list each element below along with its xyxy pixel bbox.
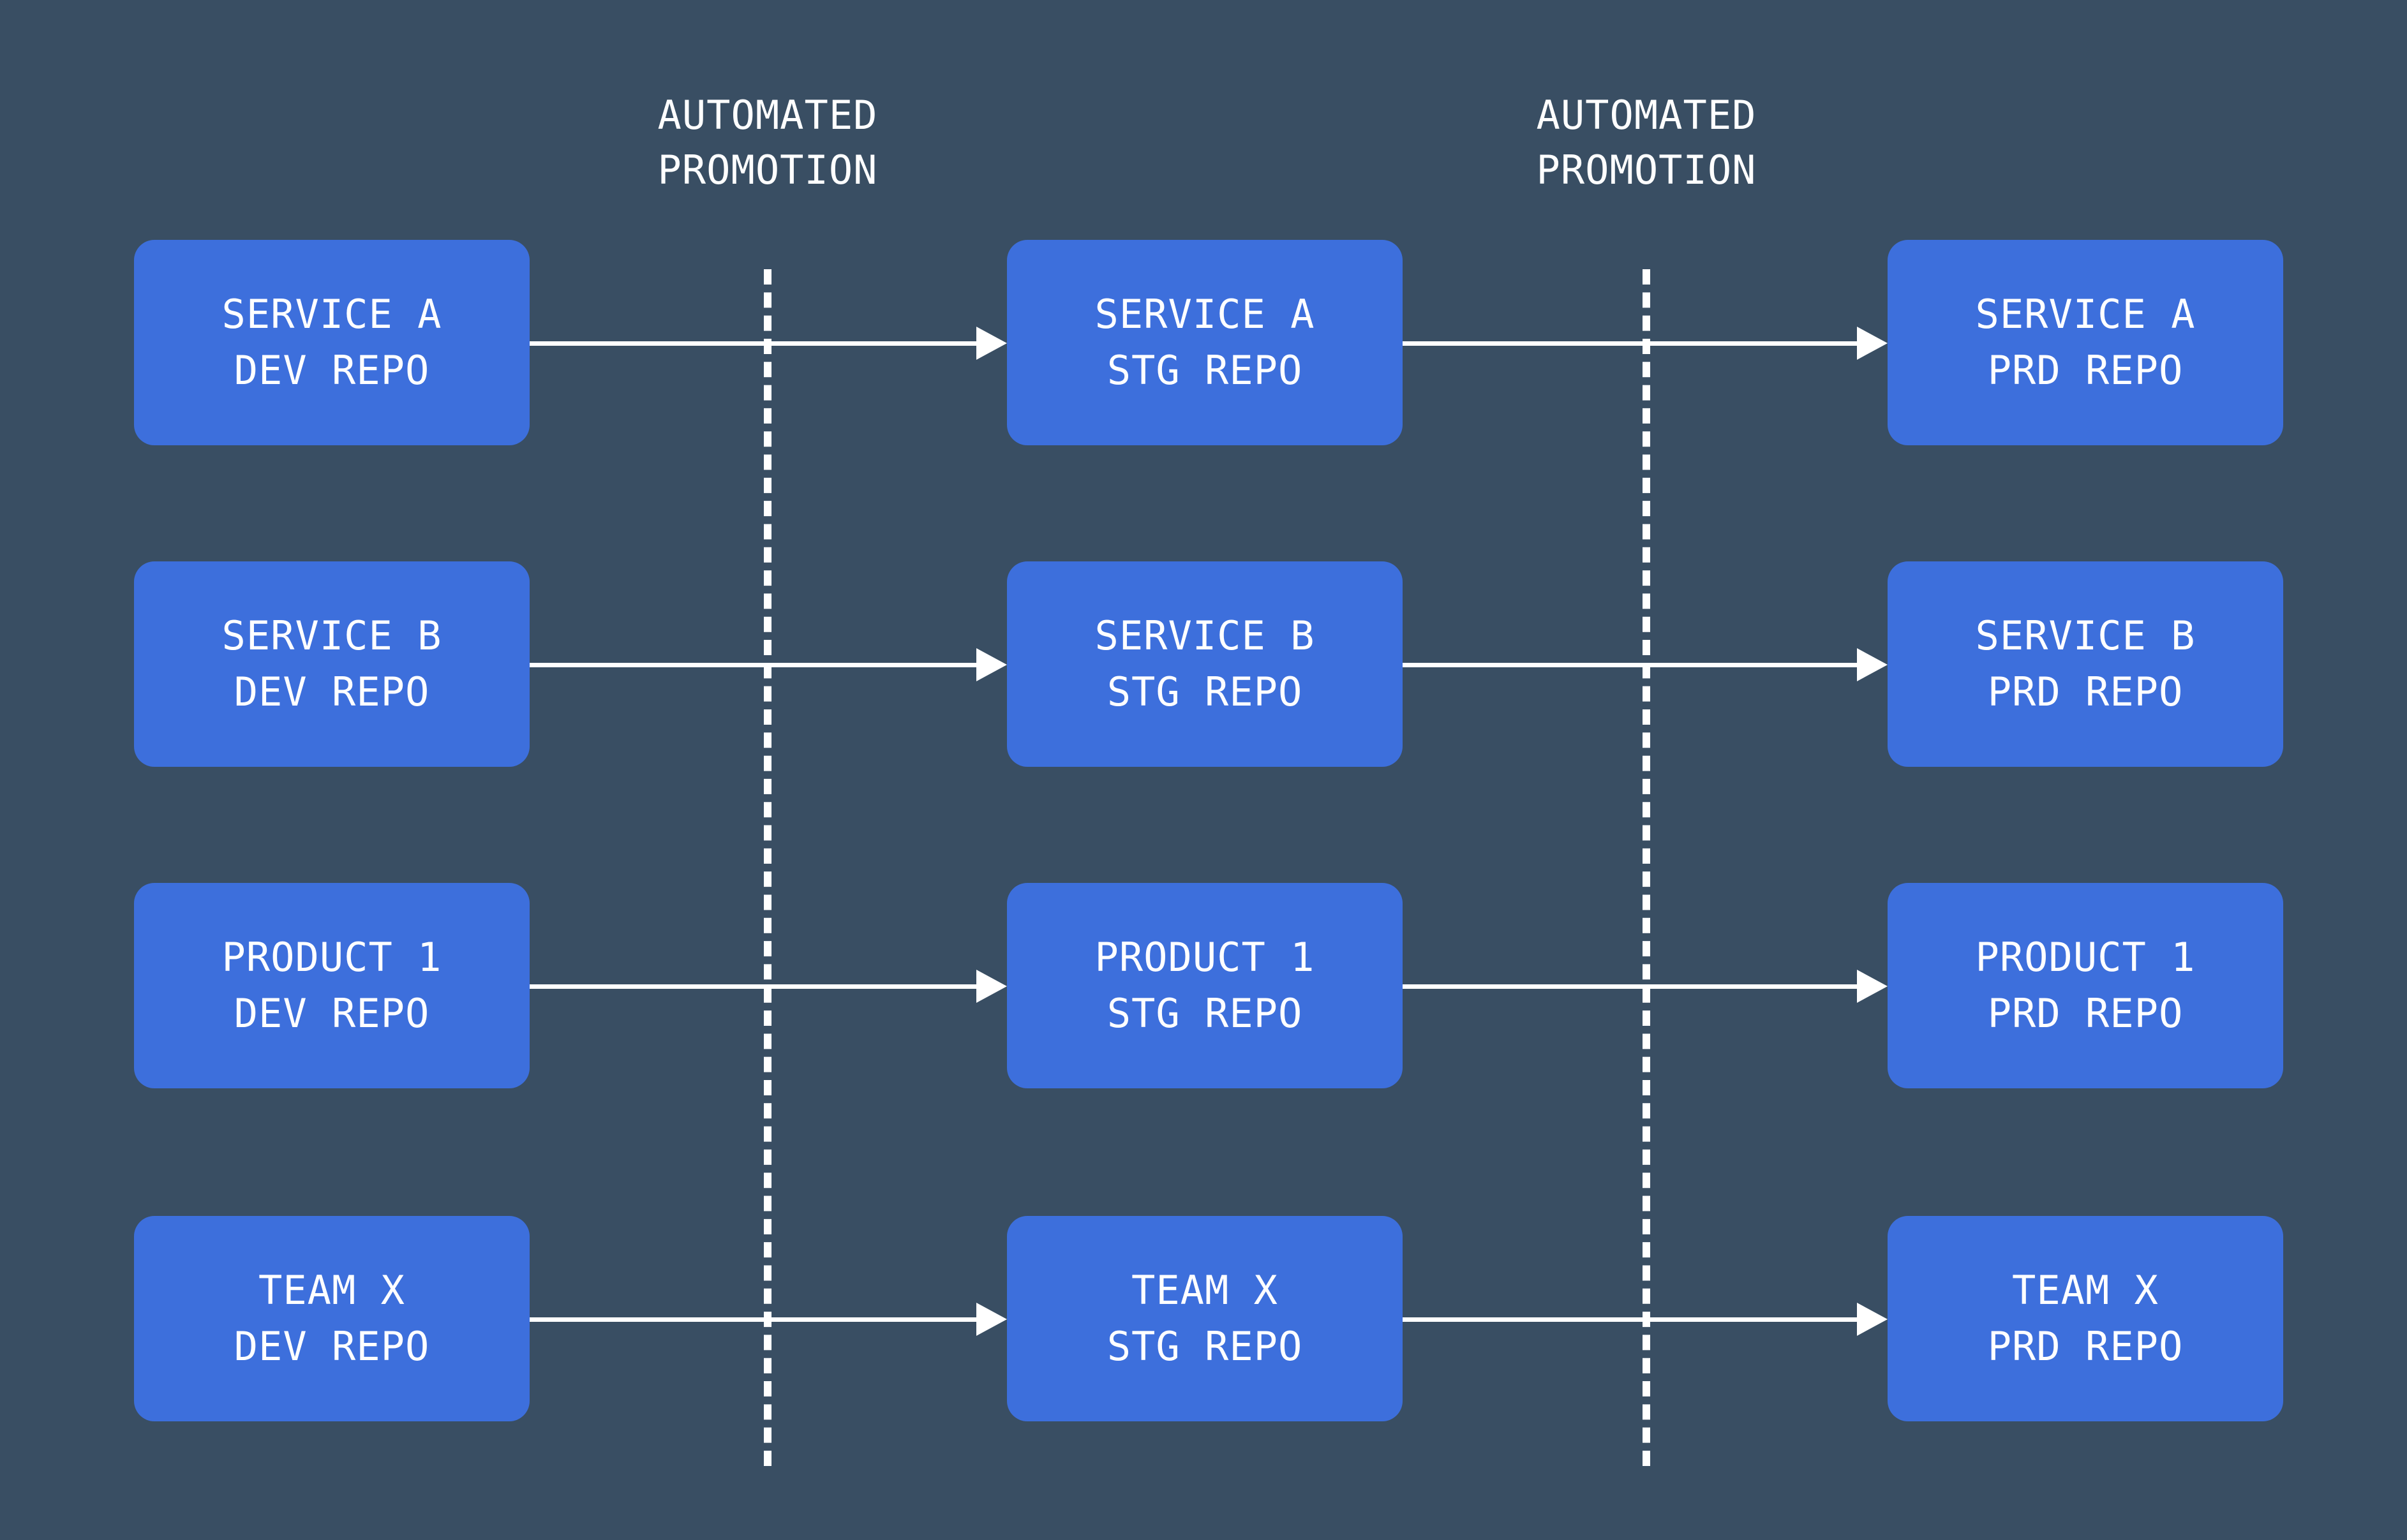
repo-node[interactable]: SERVICE A DEV REPO (134, 240, 530, 445)
repo-node-subtitle: PRD REPO (1987, 1323, 2184, 1370)
promotion-arrow-shaft (528, 984, 979, 989)
repo-node-subtitle: STG REPO (1107, 990, 1303, 1037)
repo-node-subtitle: STG REPO (1107, 669, 1303, 715)
repo-node-title: SERVICE B (221, 612, 442, 659)
repo-node[interactable]: TEAM X DEV REPO (134, 1216, 530, 1421)
repo-node-subtitle: STG REPO (1107, 347, 1303, 394)
repo-node[interactable]: PRODUCT 1 DEV REPO (134, 883, 530, 1088)
column-header-line2: PROMOTION (1536, 146, 1757, 193)
column-header-automated-promotion: AUTOMATED PROMOTION (658, 88, 878, 197)
promotion-arrow-head (976, 970, 1007, 1003)
promotion-arrow-shaft (528, 341, 979, 346)
repo-node-title: PRODUCT 1 (1975, 933, 2196, 981)
promotion-arrow-shaft (1401, 984, 1859, 989)
repo-node[interactable]: SERVICE B PRD REPO (1888, 561, 2283, 767)
repo-node[interactable]: TEAM X STG REPO (1007, 1216, 1403, 1421)
repo-node-title: TEAM X (258, 1266, 405, 1314)
repo-node-title: SERVICE B (1975, 612, 2196, 659)
repo-node-title: PRODUCT 1 (1094, 933, 1315, 981)
repo-node-title: SERVICE B (1094, 612, 1315, 659)
repo-node[interactable]: PRODUCT 1 STG REPO (1007, 883, 1403, 1088)
promotion-boundary-divider (1643, 269, 1650, 1466)
repo-node-subtitle: PRD REPO (1987, 347, 2184, 394)
repo-node-subtitle: DEV REPO (234, 669, 430, 715)
repo-node-subtitle: PRD REPO (1987, 669, 2184, 715)
repo-node[interactable]: SERVICE B STG REPO (1007, 561, 1403, 767)
promotion-arrow-shaft (528, 1317, 979, 1322)
repo-node[interactable]: SERVICE B DEV REPO (134, 561, 530, 767)
promotion-arrow-head (1857, 648, 1888, 681)
promotion-arrow-shaft (528, 663, 979, 667)
promotion-arrow-shaft (1401, 341, 1859, 346)
repo-node[interactable]: SERVICE A PRD REPO (1888, 240, 2283, 445)
repo-node-title: SERVICE A (1975, 290, 2196, 337)
promotion-arrow-head (976, 327, 1007, 360)
column-header-line1: AUTOMATED (657, 92, 878, 138)
repo-node-subtitle: STG REPO (1107, 1323, 1303, 1370)
repo-node-subtitle: DEV REPO (234, 347, 430, 394)
repo-node-title: SERVICE A (221, 290, 442, 337)
repo-node[interactable]: TEAM X PRD REPO (1888, 1216, 2283, 1421)
repo-node-subtitle: DEV REPO (234, 990, 430, 1037)
promotion-arrow-head (1857, 1303, 1888, 1336)
promotion-arrow-shaft (1401, 663, 1859, 667)
promotion-arrow-head (976, 1303, 1007, 1336)
repo-node-subtitle: PRD REPO (1987, 990, 2184, 1037)
repo-node-title: TEAM X (1131, 1266, 1278, 1314)
promotion-arrow-head (1857, 327, 1888, 360)
column-header-line2: PROMOTION (657, 146, 878, 193)
column-header-line1: AUTOMATED (1536, 92, 1757, 138)
promotion-arrow-shaft (1401, 1317, 1859, 1322)
column-header-automated-promotion: AUTOMATED PROMOTION (1537, 88, 1757, 197)
repo-node-title: SERVICE A (1094, 290, 1315, 337)
promotion-arrow-head (1857, 970, 1888, 1003)
promotion-boundary-divider (764, 269, 771, 1466)
repo-node-subtitle: DEV REPO (234, 1323, 430, 1370)
repo-node-title: TEAM X (2012, 1266, 2159, 1314)
promotion-arrow-head (976, 648, 1007, 681)
repo-node[interactable]: SERVICE A STG REPO (1007, 240, 1403, 445)
repo-node[interactable]: PRODUCT 1 PRD REPO (1888, 883, 2283, 1088)
repo-node-title: PRODUCT 1 (221, 933, 442, 981)
